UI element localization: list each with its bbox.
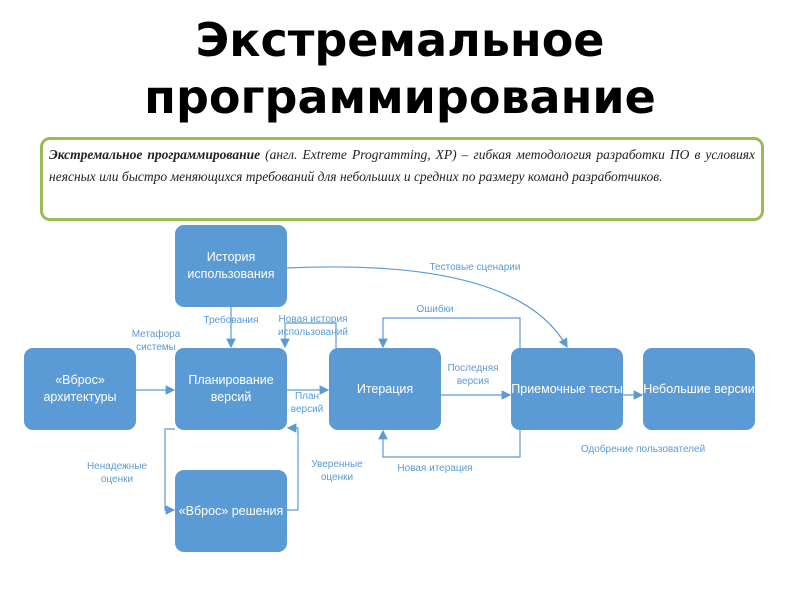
label-user-approval: Одобрение пользователей xyxy=(580,444,706,455)
label-new-iteration: Новая итерация xyxy=(397,463,473,474)
label-requirements: Требования xyxy=(203,315,259,326)
label-release-plan: План версий xyxy=(290,391,324,415)
edge-test-scenarios xyxy=(286,266,568,349)
definition-box: Экстремальное программирование (англ. Ex… xyxy=(40,137,764,221)
edge-new-iteration xyxy=(378,429,521,458)
label-bugs: Ошибки xyxy=(416,304,454,315)
edge-uncertain xyxy=(164,428,176,515)
node-release-planning: Планирование версий xyxy=(175,348,287,430)
label-test-scenarios: Тестовые сценарии xyxy=(429,262,521,273)
label-new-story: Новая история использований xyxy=(278,314,348,338)
label-confident-estimates: Уверенные оценки xyxy=(311,459,363,483)
label-latest-version: Последняя версия xyxy=(447,363,499,387)
label-metaphor: Метафора системы xyxy=(131,329,181,353)
node-small-releases: Небольшие версии xyxy=(643,348,755,430)
node-history: История использования xyxy=(175,225,287,307)
page-title: Экстремальное программирование xyxy=(144,13,656,124)
edge-new-story xyxy=(280,322,337,349)
edge-bugs xyxy=(378,317,521,349)
definition-term: Экстремальное программирование xyxy=(49,147,261,162)
label-uncertain-estimates: Ненадежные оценки xyxy=(86,461,148,485)
definition-text: (англ. Extreme Programming, XP) – гибкая… xyxy=(49,147,756,184)
node-solution-spike: «Вброс» решения xyxy=(175,470,287,552)
node-arch-spike: «Вброс» архитектуры xyxy=(24,348,136,430)
edge-confident xyxy=(286,423,299,511)
node-acceptance-tests: Приемочные тесты xyxy=(511,348,623,430)
node-iteration: Итерация xyxy=(329,348,441,430)
